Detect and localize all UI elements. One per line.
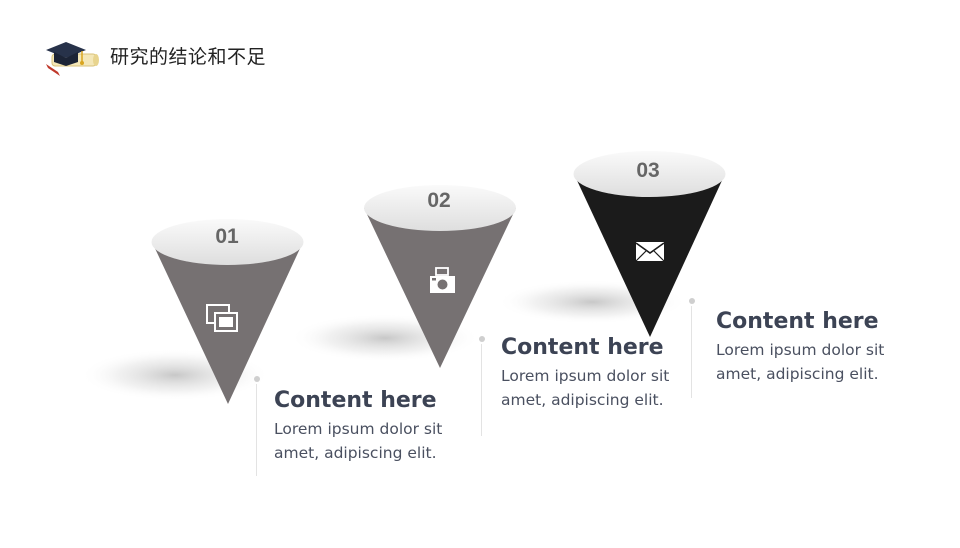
content-title: Content here — [501, 335, 664, 360]
photos-icon — [206, 304, 238, 332]
cone-number-03: 03 — [636, 159, 659, 182]
camera-icon — [430, 267, 455, 293]
content-text: Lorem ipsum dolor sit amet, adipiscing e… — [716, 338, 884, 386]
content-text-line: amet, adipiscing elit. — [501, 391, 664, 409]
content-text: Lorem ipsum dolor sit amet, adipiscing e… — [501, 364, 669, 412]
content-text-line: Lorem ipsum dolor sit — [716, 341, 885, 359]
connector-dot-2 — [479, 336, 485, 342]
envelope-icon — [635, 242, 665, 262]
cone-02: 02 — [364, 185, 516, 368]
content-text: Lorem ipsum dolor sit amet, adipiscing e… — [274, 417, 442, 465]
content-title: Content here — [274, 388, 437, 413]
content-block-1: Content here Lorem ipsum dolor sit amet,… — [274, 388, 442, 465]
content-block-2: Content here Lorem ipsum dolor sit amet,… — [501, 335, 669, 412]
cone-01: 01 — [151, 219, 304, 404]
cone-number-01: 01 — [215, 225, 239, 248]
content-text-line: amet, adipiscing elit. — [274, 444, 437, 462]
connector-dot-3 — [689, 298, 695, 304]
connector-dot-1 — [254, 376, 260, 382]
page-title: 研究的结论和不足 — [110, 46, 267, 68]
cone-number-02: 02 — [427, 189, 450, 212]
content-text-line: Lorem ipsum dolor sit — [274, 420, 443, 438]
connector-line-2 — [481, 344, 482, 436]
connector-line-3 — [691, 306, 692, 398]
connector-line-1 — [256, 384, 257, 476]
content-block-3: Content here Lorem ipsum dolor sit amet,… — [716, 309, 884, 386]
content-text-line: amet, adipiscing elit. — [716, 365, 879, 383]
cone-03: 03 — [573, 151, 726, 337]
graduation-cap-diploma-icon — [46, 42, 99, 76]
content-title: Content here — [716, 309, 879, 334]
content-text-line: Lorem ipsum dolor sit — [501, 367, 670, 385]
